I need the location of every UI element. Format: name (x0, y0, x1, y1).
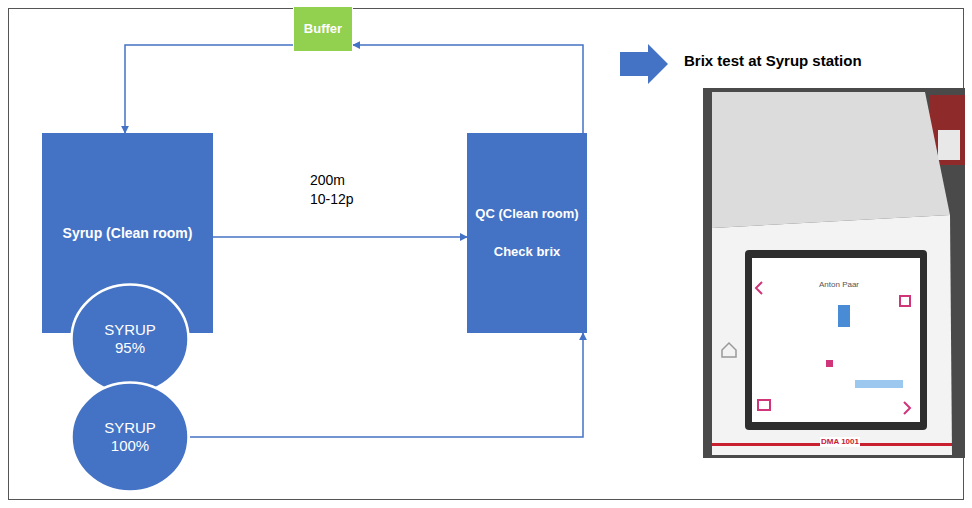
model-label: DMA 1001 (820, 437, 860, 447)
photo-background (703, 88, 965, 458)
screen-mark (826, 360, 833, 367)
circle-shape (72, 383, 189, 492)
flow-arrow (213, 236, 467, 238)
screen-bezel (745, 250, 927, 430)
block-arrow (620, 44, 668, 84)
screen-mark (756, 282, 762, 294)
flow-arrow (353, 45, 583, 133)
screen-mark (904, 402, 910, 414)
frame (9, 9, 964, 500)
flow-arrow (190, 333, 583, 437)
node-text: QC (Clean room) (475, 206, 578, 222)
flow-arrow (125, 45, 293, 133)
device-lid (712, 92, 950, 228)
photo-bottle-label (938, 130, 960, 160)
process-box: QC (Clean room) Check brix (467, 133, 587, 333)
node-text: Syrup (Clean room) (63, 225, 193, 242)
node-text: SYRUP 95% (99, 321, 161, 357)
screen-mark (838, 305, 850, 327)
screen-display (752, 258, 920, 422)
syrup-circle: SYRUP 100% (70, 381, 190, 493)
heading-label: Brix test at Syrup station (683, 52, 863, 70)
screen-mark (758, 400, 770, 410)
circle-shape (72, 285, 189, 394)
buffer-box: Buffer (293, 6, 353, 52)
syrup-circle: SYRUP 95% (70, 283, 190, 395)
node-text: SYRUP 100% (99, 419, 161, 455)
brand-label: Anton Paar (818, 280, 860, 290)
node-text: Check brix (494, 244, 560, 260)
edge-label: 200m 10-12p (308, 170, 370, 210)
screen-mark (900, 296, 910, 306)
home-icon (722, 343, 736, 357)
node-text: Buffer (304, 21, 342, 37)
screen-mark (855, 380, 903, 388)
device-photo (703, 88, 965, 458)
device-front (712, 215, 952, 455)
